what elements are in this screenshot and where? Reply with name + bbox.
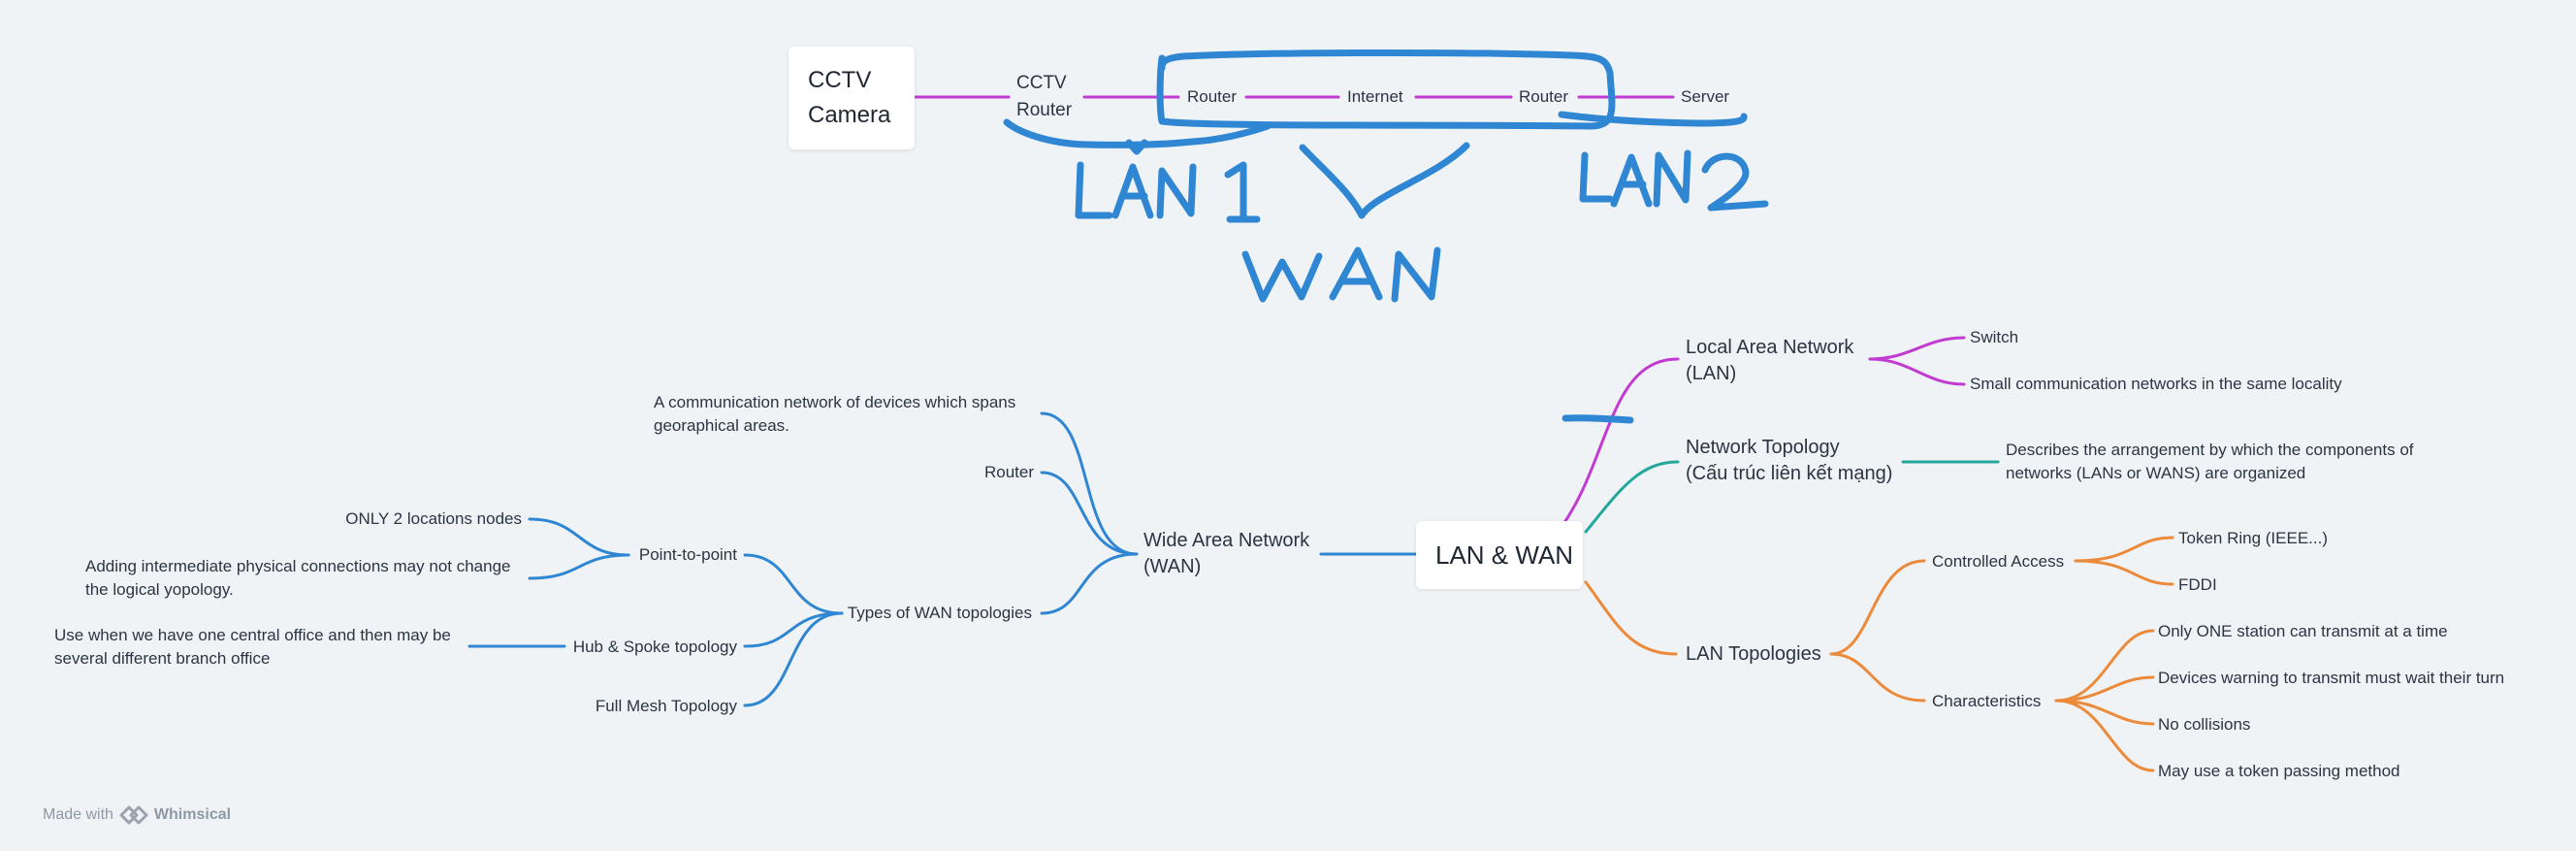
hub-spoke-note[interactable]: Use when we have one central office and … [54,626,451,668]
characteristics-node[interactable]: Characteristics [1932,692,2042,710]
whimsical-name: Whimsical [153,806,232,823]
cctv-camera-label: CCTV Camera [808,67,891,128]
controlled-access-node[interactable]: Controlled Access [1932,552,2065,571]
network-topology-description[interactable]: Describes the arrangement by which the c… [2006,441,2414,482]
router-node-2[interactable]: Router [1519,87,1569,106]
lan-child-definition[interactable]: Small communication networks in the same… [1970,375,2342,393]
made-with-label: Made with [43,806,113,823]
hub-spoke-node[interactable]: Hub & Spoke topology [572,638,737,656]
made-with-whimsical[interactable]: Made with Whimsical [43,804,231,826]
server-node[interactable]: Server [1681,87,1730,106]
wan-node[interactable]: Wide Area Network (WAN) [1143,530,1310,577]
characteristic-item-4[interactable]: May use a token passing method [2158,762,2400,780]
characteristic-item-3[interactable]: No collisions [2158,715,2251,734]
token-ring-item[interactable]: Token Ring (IEEE...) [2178,529,2329,547]
wan-types-node[interactable]: Types of WAN topologies [847,604,1032,622]
full-mesh-node[interactable]: Full Mesh Topology [595,697,737,715]
whimsical-logo-icon [119,805,148,825]
characteristic-item-2[interactable]: Devices warning to transmit must wait th… [2158,669,2505,687]
central-node-label: LAN & WAN [1435,540,1574,570]
wan-definition[interactable]: A communication network of devices which… [654,393,1016,435]
hand-drawn-annotations [1003,49,1769,424]
lan-child-switch[interactable]: Switch [1970,328,2019,346]
network-topology-node[interactable]: Network Topology (Cấu trúc liên kết mạng… [1686,437,1893,484]
p2p-child-2[interactable]: Adding intermediate physical connections… [85,557,511,599]
cctv-router-node[interactable]: CCTV Router [1016,73,1073,120]
fddi-item[interactable]: FDDI [2178,575,2217,594]
characteristic-item-1[interactable]: Only ONE station can transmit at a time [2158,622,2448,640]
lan-topologies-node[interactable]: LAN Topologies [1686,643,1821,665]
point-to-point-node[interactable]: Point-to-point [638,545,737,564]
lan-node[interactable]: Local Area Network (LAN) [1686,337,1854,384]
central-node[interactable]: LAN & WAN [1416,521,1583,589]
p2p-child-1[interactable]: ONLY 2 locations nodes [345,509,522,528]
cctv-camera-node[interactable]: CCTV Camera [789,47,915,149]
wan-router-item[interactable]: Router [983,463,1034,481]
router-node-1[interactable]: Router [1187,87,1238,106]
internet-node[interactable]: Internet [1347,87,1403,106]
